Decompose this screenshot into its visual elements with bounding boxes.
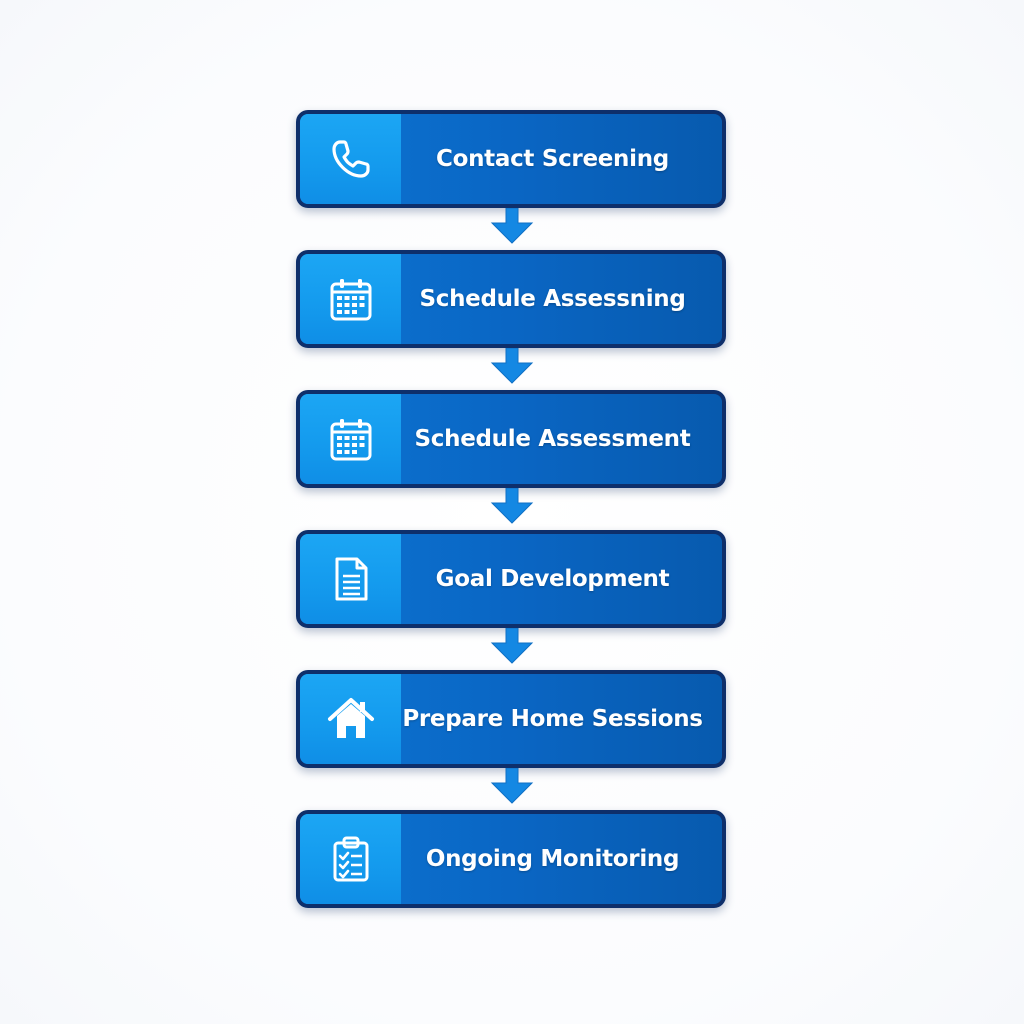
step-icon-panel (300, 254, 401, 344)
step-ongoing-monitoring[interactable]: Ongoing Monitoring (296, 810, 726, 908)
step-schedule-assessning[interactable]: Schedule Assessning (296, 250, 726, 348)
document-icon (327, 555, 375, 603)
step-label: Schedule Assessment (414, 426, 691, 452)
calendar-icon (327, 415, 375, 463)
down-arrow-icon (487, 208, 537, 244)
step-goal-development[interactable]: Goal Development (296, 530, 726, 628)
down-arrow-icon (487, 768, 537, 804)
step-icon-panel (300, 114, 401, 204)
step-icon-panel (300, 814, 401, 904)
step-contact-screening[interactable]: Contact Screening (296, 110, 726, 208)
step-icon-panel (300, 394, 401, 484)
step-prepare-home-sessions[interactable]: Prepare Home Sessions (296, 670, 726, 768)
down-arrow-icon (487, 488, 537, 524)
step-icon-panel (300, 674, 401, 764)
down-arrow-icon (487, 348, 537, 384)
phone-icon (327, 135, 375, 183)
step-icon-panel (300, 534, 401, 624)
step-label: Prepare Home Sessions (402, 706, 703, 732)
home-icon (327, 695, 375, 743)
step-label: Ongoing Monitoring (425, 846, 680, 872)
step-label: Contact Screening (436, 146, 669, 172)
calendar-icon (327, 275, 375, 323)
step-label: Goal Development (435, 566, 670, 592)
step-schedule-assessment[interactable]: Schedule Assessment (296, 390, 726, 488)
clipboard-checklist-icon (327, 835, 375, 883)
step-label: Schedule Assessning (419, 286, 686, 312)
down-arrow-icon (487, 628, 537, 664)
